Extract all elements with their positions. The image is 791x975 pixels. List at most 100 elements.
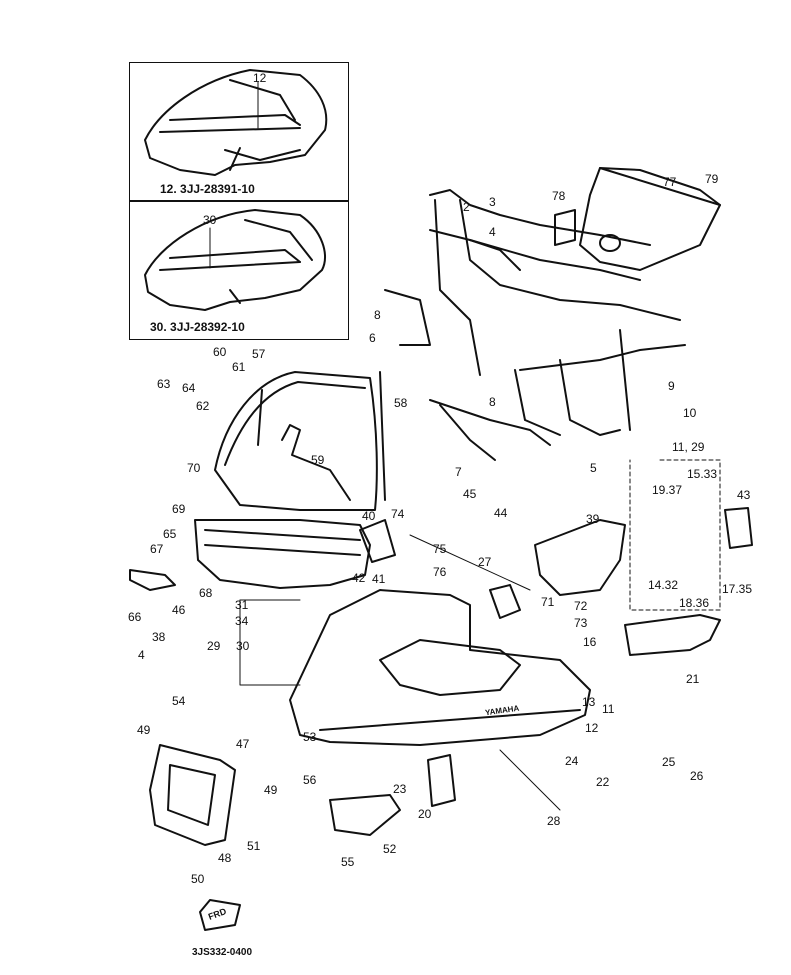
- panel-48-drawing: [149, 744, 236, 846]
- part-label-45: 45: [463, 487, 477, 501]
- part-label-10: 10: [683, 406, 697, 420]
- part-label-21: 21: [686, 672, 700, 686]
- part-label-65: 65: [163, 527, 177, 541]
- part-label-4b: 4: [138, 648, 145, 662]
- part-label-29: 29: [207, 639, 221, 653]
- bracket-52-drawing: [329, 794, 401, 836]
- part-label-60: 60: [213, 345, 227, 359]
- mirror-74-drawing: [359, 519, 396, 563]
- pad-20-drawing: [427, 754, 456, 807]
- part-label-63: 63: [157, 377, 171, 391]
- part-label-43: 43: [737, 488, 751, 502]
- part-label-15-33: 15.33: [687, 467, 718, 481]
- part-label-28: 28: [547, 814, 561, 828]
- part-label-53: 53: [303, 730, 317, 744]
- part-label-62: 62: [196, 399, 210, 413]
- part-label-58: 58: [394, 396, 408, 410]
- part-label-34: 34: [235, 614, 249, 628]
- part-label-44: 44: [494, 506, 508, 520]
- frame-stay-drawing: [384, 189, 686, 461]
- part-label-69: 69: [172, 502, 186, 516]
- part-label-22: 22: [596, 775, 610, 789]
- part-label-16: 16: [583, 635, 597, 649]
- part-label-49b: 49: [264, 783, 278, 797]
- part-label-30: 30: [236, 639, 250, 653]
- part-label-56: 56: [303, 773, 317, 787]
- part-label-78: 78: [552, 189, 566, 203]
- part-label-74: 74: [391, 507, 405, 521]
- part-label-12: 12: [585, 721, 599, 735]
- front-arrow-drawing: [199, 899, 241, 931]
- instrument-panel-drawing: [579, 167, 721, 271]
- part-label-18-36: 18.36: [679, 596, 710, 610]
- part-label-25: 25: [662, 755, 676, 769]
- part-label-11: 11: [602, 702, 615, 716]
- inset-30-label: 30: [203, 213, 217, 227]
- part-label-27: 27: [478, 555, 492, 569]
- part-label-17-35: 17.35: [722, 582, 753, 596]
- part-label-68: 68: [199, 586, 213, 600]
- part-label-59: 59: [311, 453, 325, 467]
- part-label-24: 24: [565, 754, 579, 768]
- part-label-4: 4: [489, 225, 496, 239]
- inset-box-12: [129, 62, 349, 202]
- part-label-55: 55: [341, 855, 355, 869]
- cover-43-drawing: [724, 507, 753, 549]
- inset-30-caption: 30. 3JJ-28392-10: [150, 320, 245, 334]
- inset-12-label: 12: [253, 71, 267, 85]
- part-label-8a: 8: [374, 308, 381, 322]
- part-label-19-37: 19.37: [652, 483, 683, 497]
- part-label-5: 5: [590, 461, 597, 475]
- part-label-71: 71: [541, 595, 555, 609]
- part-label-31: 31: [235, 598, 249, 612]
- part-label-49a: 49: [137, 723, 151, 737]
- part-label-66: 66: [128, 610, 142, 624]
- part-label-47: 47: [236, 737, 250, 751]
- air-duct-21-drawing: [624, 614, 721, 656]
- part-label-20: 20: [418, 807, 432, 821]
- part-label-77: 77: [663, 175, 677, 189]
- inset-12-caption: 12. 3JJ-28391-10: [160, 182, 255, 196]
- part-label-73: 73: [574, 616, 588, 630]
- bracket-drawing: [554, 209, 576, 246]
- part-label-39: 39: [586, 512, 600, 526]
- inset-12-cowling-drawing: [144, 69, 328, 176]
- part-label-9: 9: [668, 379, 675, 393]
- part-label-6: 6: [369, 331, 376, 345]
- part-label-76: 76: [433, 565, 447, 579]
- part-label-14-32: 14.32: [648, 578, 679, 592]
- part-label-46: 46: [172, 603, 186, 617]
- part-label-40: 40: [362, 509, 376, 523]
- part-label-8b: 8: [489, 395, 496, 409]
- part-label-42: 42: [352, 571, 366, 585]
- part-label-50: 50: [191, 872, 205, 886]
- part-label-3: 3: [489, 195, 496, 209]
- inset-30-cowling-drawing: [144, 209, 326, 311]
- part-label-52: 52: [383, 842, 397, 856]
- part-label-75: 75: [433, 542, 447, 556]
- side-cowling-drawing: [289, 589, 591, 746]
- part-label-48: 48: [218, 851, 232, 865]
- part-label-7: 7: [455, 465, 462, 479]
- part-label-54: 54: [172, 694, 186, 708]
- part-label-2: 2: [463, 200, 470, 214]
- mirror-71-drawing: [489, 584, 521, 619]
- windscreen-drawing: [214, 371, 386, 511]
- inset-box-30: [129, 200, 349, 340]
- part-label-23: 23: [393, 782, 407, 796]
- air-duct-39-drawing: [534, 519, 626, 596]
- part-label-38: 38: [152, 630, 166, 644]
- part-label-61: 61: [232, 360, 246, 374]
- part-label-13: 13: [582, 695, 596, 709]
- part-label-26: 26: [690, 769, 704, 783]
- part-label-41: 41: [372, 572, 386, 586]
- part-label-79: 79: [705, 172, 719, 186]
- part-label-70: 70: [187, 461, 201, 475]
- part-label-11-29: 11, 29: [672, 440, 705, 454]
- part-label-57: 57: [252, 347, 266, 361]
- part-label-67: 67: [150, 542, 164, 556]
- figure-code: 3JS332-0400: [192, 947, 253, 958]
- bracket-66-drawing: [129, 569, 176, 591]
- part-label-51: 51: [247, 839, 261, 853]
